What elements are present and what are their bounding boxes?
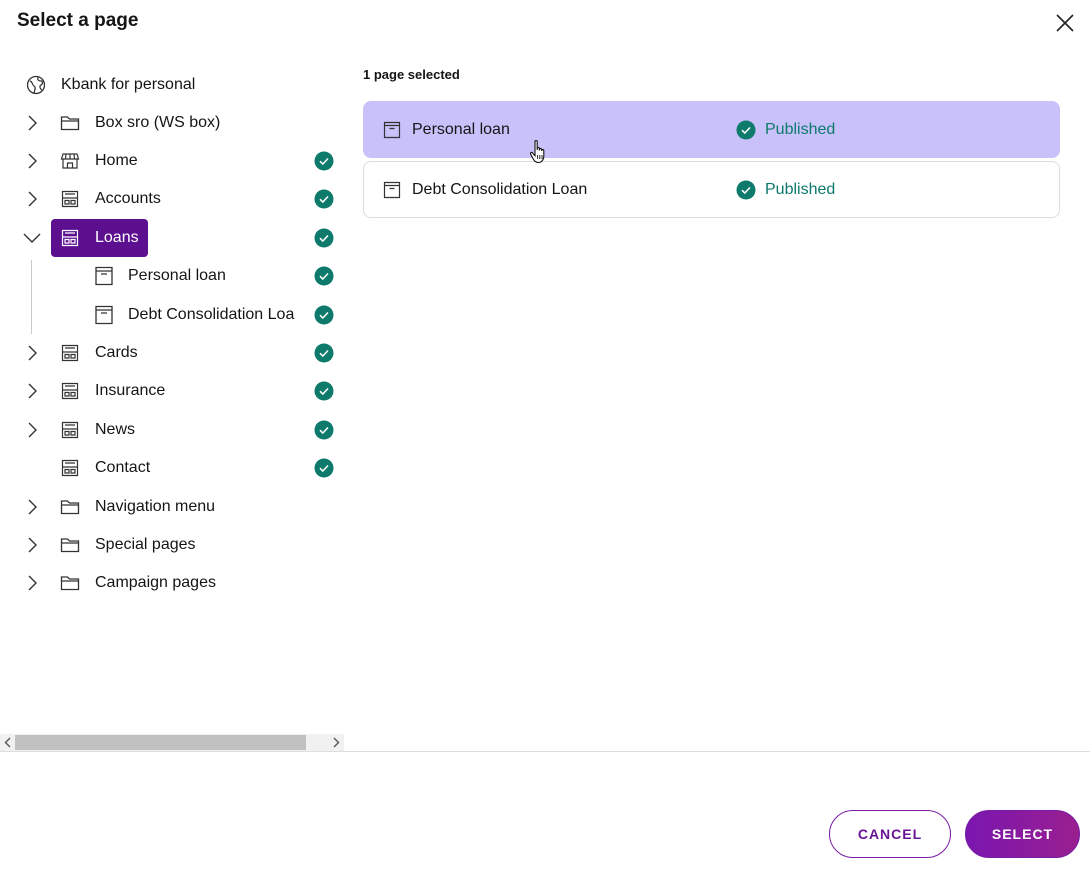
tree-item-label: Loans: [95, 229, 139, 246]
published-check-icon: [314, 458, 334, 478]
published-check-icon: [314, 228, 334, 248]
page-layout-icon: [61, 459, 79, 477]
tree-item-campaign-pages[interactable]: Campaign pages: [0, 564, 344, 602]
chevron-right-icon[interactable]: [22, 151, 42, 171]
close-icon[interactable]: [1052, 10, 1078, 36]
tree-item-label: Campaign pages: [95, 574, 216, 591]
tree-item-navigation-menu[interactable]: Navigation menu: [0, 488, 344, 526]
tree-item-contact[interactable]: Contact: [0, 449, 344, 487]
tree-item-label: Accounts: [95, 190, 161, 207]
page-name: Debt Consolidation Loan: [412, 181, 588, 198]
scrollbar-thumb[interactable]: [15, 735, 306, 750]
cancel-button[interactable]: CANCEL: [829, 810, 951, 858]
tree-item-label: Special pages: [95, 536, 196, 553]
published-check-icon: [314, 305, 334, 325]
tree-item-accounts[interactable]: Accounts: [0, 180, 344, 218]
folder-icon: [60, 116, 80, 131]
chevron-down-icon[interactable]: [22, 228, 42, 248]
tree-item-label: Debt Consolidation Loa: [128, 306, 295, 323]
horizontal-scrollbar[interactable]: [0, 734, 344, 751]
tree-item-special-pages[interactable]: Special pages: [0, 526, 344, 564]
tree-item-label: News: [95, 421, 136, 438]
tree-guide-line: [31, 260, 32, 334]
chevron-right-icon[interactable]: [22, 189, 42, 209]
page-icon: [95, 305, 113, 325]
page-layout-icon: [61, 421, 79, 439]
tree-item-kbank-for-personal[interactable]: Kbank for personal: [0, 66, 344, 104]
tree-item-label: Contact: [95, 459, 151, 476]
tree-item-label: Navigation menu: [95, 498, 216, 515]
tree-item-loans[interactable]: Loans: [0, 219, 344, 257]
page-icon: [383, 121, 401, 139]
chevron-right-icon[interactable]: [22, 343, 42, 363]
page-layout-icon: [61, 229, 79, 247]
tree-item-label: Box sro (WS box): [95, 114, 221, 131]
chevron-right-icon[interactable]: [22, 535, 42, 555]
published-check-icon: [314, 151, 334, 171]
scroll-right-icon[interactable]: [331, 737, 341, 748]
hand-pointer-cursor-icon: [529, 139, 545, 164]
published-check-icon: [314, 266, 334, 286]
tree-item-label: Insurance: [95, 382, 166, 399]
tree-item-label: Home: [95, 152, 138, 169]
selected-page-row[interactable]: Debt Consolidation Loan Published: [363, 161, 1060, 218]
chevron-right-icon[interactable]: [22, 497, 42, 517]
tree-item-debt-consolidation-loan[interactable]: Debt Consolidation Loa: [0, 296, 344, 334]
tree-item-cards[interactable]: Cards: [0, 334, 344, 372]
dialog-title: Select a page: [17, 10, 139, 31]
footer-divider: [0, 751, 1090, 752]
selection-count: 1 page selected: [363, 67, 460, 82]
page-status: Published: [765, 181, 836, 198]
page-layout-icon: [61, 344, 79, 362]
published-check-icon: [314, 381, 334, 401]
tree-item-news[interactable]: News: [0, 411, 344, 449]
chevron-right-icon[interactable]: [22, 420, 42, 440]
published-check-icon: [736, 120, 756, 140]
page-name: Personal loan: [412, 121, 510, 138]
page-icon: [383, 181, 401, 199]
published-check-icon: [314, 420, 334, 440]
published-check-icon: [314, 189, 334, 209]
selected-highlight: [51, 219, 148, 257]
folder-icon: [60, 538, 80, 553]
tree-item-label: Kbank for personal: [61, 76, 196, 93]
tree-item-personal-loan[interactable]: Personal loan: [0, 257, 344, 295]
tree-item-home[interactable]: Home: [0, 142, 344, 180]
page-tree: Kbank for personal Box sro (WS box) Home…: [0, 66, 344, 734]
published-check-icon: [736, 180, 756, 200]
page-layout-icon: [61, 190, 79, 208]
published-check-icon: [314, 343, 334, 363]
folder-icon: [60, 576, 80, 591]
select-button[interactable]: SELECT: [965, 810, 1080, 858]
storefront-icon: [60, 153, 80, 169]
chevron-right-icon[interactable]: [22, 113, 42, 133]
selected-page-row[interactable]: Personal loan Published: [363, 101, 1060, 158]
tree-item-label: Personal loan: [128, 267, 226, 284]
tree-item-box-sro[interactable]: Box sro (WS box): [0, 104, 344, 142]
tree-item-label: Cards: [95, 344, 138, 361]
page-status: Published: [765, 121, 836, 138]
chevron-right-icon[interactable]: [22, 573, 42, 593]
page-layout-icon: [61, 382, 79, 400]
chevron-right-icon[interactable]: [22, 381, 42, 401]
page-icon: [95, 266, 113, 286]
folder-icon: [60, 500, 80, 515]
scroll-left-icon[interactable]: [3, 737, 13, 748]
tree-item-insurance[interactable]: Insurance: [0, 372, 344, 410]
globe-icon: [26, 75, 46, 95]
